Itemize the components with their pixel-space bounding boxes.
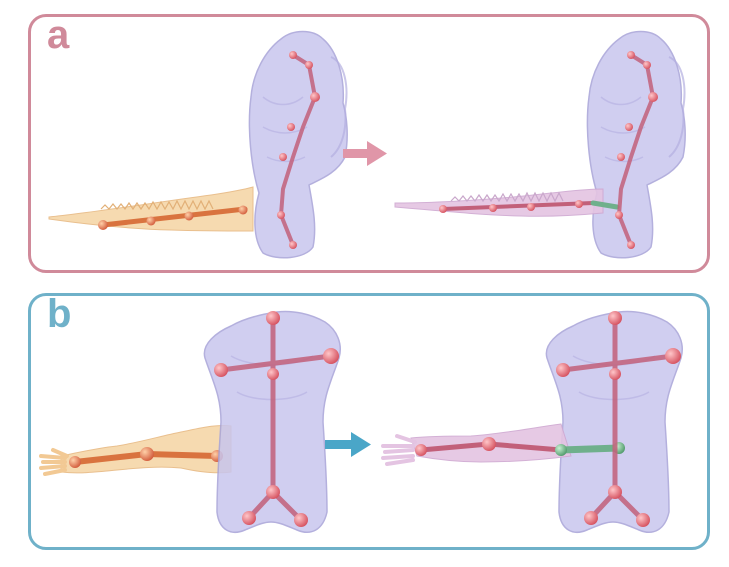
source-arm xyxy=(39,425,232,476)
creature-joint xyxy=(279,153,287,161)
tail-joint xyxy=(146,216,156,226)
tail-bone xyxy=(100,206,248,228)
connector-bone xyxy=(557,444,623,454)
creature-joint xyxy=(648,92,658,102)
torso-joint xyxy=(242,511,256,525)
creature-skeleton xyxy=(279,53,317,247)
torso-joint xyxy=(266,485,280,499)
torso-joint xyxy=(636,513,650,527)
creature-joint xyxy=(289,241,297,249)
creature-joint xyxy=(287,123,295,131)
torso-joint xyxy=(608,485,622,499)
torso-joint xyxy=(323,348,339,364)
attached-tail-joint xyxy=(439,205,447,213)
torso-skeleton-right xyxy=(556,311,681,527)
arm-joint xyxy=(140,447,154,461)
creature-joint xyxy=(617,153,625,161)
torso-joint xyxy=(556,363,570,377)
attached-tail-bone xyxy=(441,201,595,211)
tail-joint xyxy=(98,220,108,230)
attached-arm-joint xyxy=(415,444,427,456)
target-torso-left xyxy=(203,310,341,533)
transfer-arrow-a xyxy=(343,141,387,166)
attached-tail-joint xyxy=(575,200,583,208)
panel-label-a: a xyxy=(47,14,70,57)
panel-a-illustration xyxy=(48,30,686,259)
torso-joint xyxy=(294,513,308,527)
panel-b: b xyxy=(28,293,710,550)
attached-arm-joint xyxy=(482,437,496,451)
creature-joint xyxy=(627,241,635,249)
torso-joint xyxy=(214,363,228,377)
attached-arm xyxy=(381,423,625,466)
target-creature-body-left xyxy=(248,30,348,259)
creature-joint xyxy=(625,123,633,131)
panel-b-illustration xyxy=(39,310,683,533)
creature-joint xyxy=(277,211,285,219)
tail-joint xyxy=(184,211,194,221)
creature-joint xyxy=(615,211,623,219)
creature-joint xyxy=(305,61,313,69)
panel-label-b: b xyxy=(47,293,72,336)
creature-skeleton-right xyxy=(615,51,658,249)
connector-joint xyxy=(555,444,567,456)
torso-joint xyxy=(266,311,280,325)
torso-joint xyxy=(608,311,622,325)
attached-tail-joint xyxy=(527,203,535,211)
torso-joint xyxy=(609,368,621,380)
connector-bone xyxy=(590,200,620,210)
creature-joint xyxy=(289,51,297,59)
panel-a: a xyxy=(28,14,710,273)
transfer-arrow-b xyxy=(325,432,371,457)
attached-tail xyxy=(394,188,620,217)
creature-joint xyxy=(627,51,635,59)
torso-joint xyxy=(665,348,681,364)
arm-joint xyxy=(69,456,81,468)
torso-joint xyxy=(584,511,598,525)
creature-joint xyxy=(643,61,651,69)
tail-joint xyxy=(238,205,248,215)
torso-joint xyxy=(267,368,279,380)
source-tail xyxy=(48,186,254,232)
creature-joint xyxy=(310,92,320,102)
attached-tail-joint xyxy=(489,204,497,212)
